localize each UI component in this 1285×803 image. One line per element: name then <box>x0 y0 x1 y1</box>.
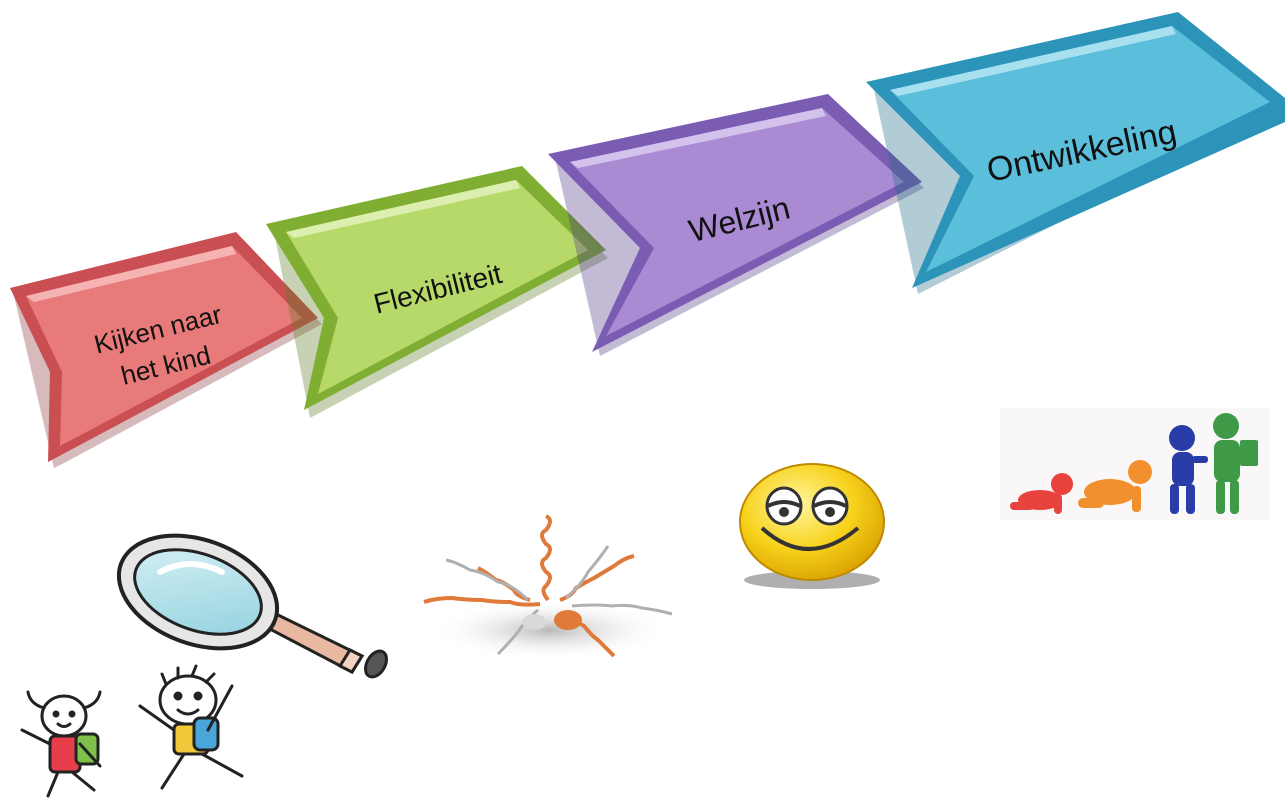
running-kids-icon <box>20 664 244 798</box>
chevron-ontwikkeling: Ontwikkeling <box>866 12 1285 294</box>
child-growth-stages-icon <box>1000 408 1270 520</box>
chevron-flexibiliteit: Flexibiliteit <box>266 166 608 418</box>
chevron-welzijn: Welzijn <box>548 94 924 356</box>
springs-icon <box>423 514 673 660</box>
chevron-kijken-naar-het-kind: Kijken naar het kind <box>10 232 322 468</box>
magnifying-glass-icon <box>116 533 388 679</box>
smiley-face-icon <box>739 463 885 589</box>
